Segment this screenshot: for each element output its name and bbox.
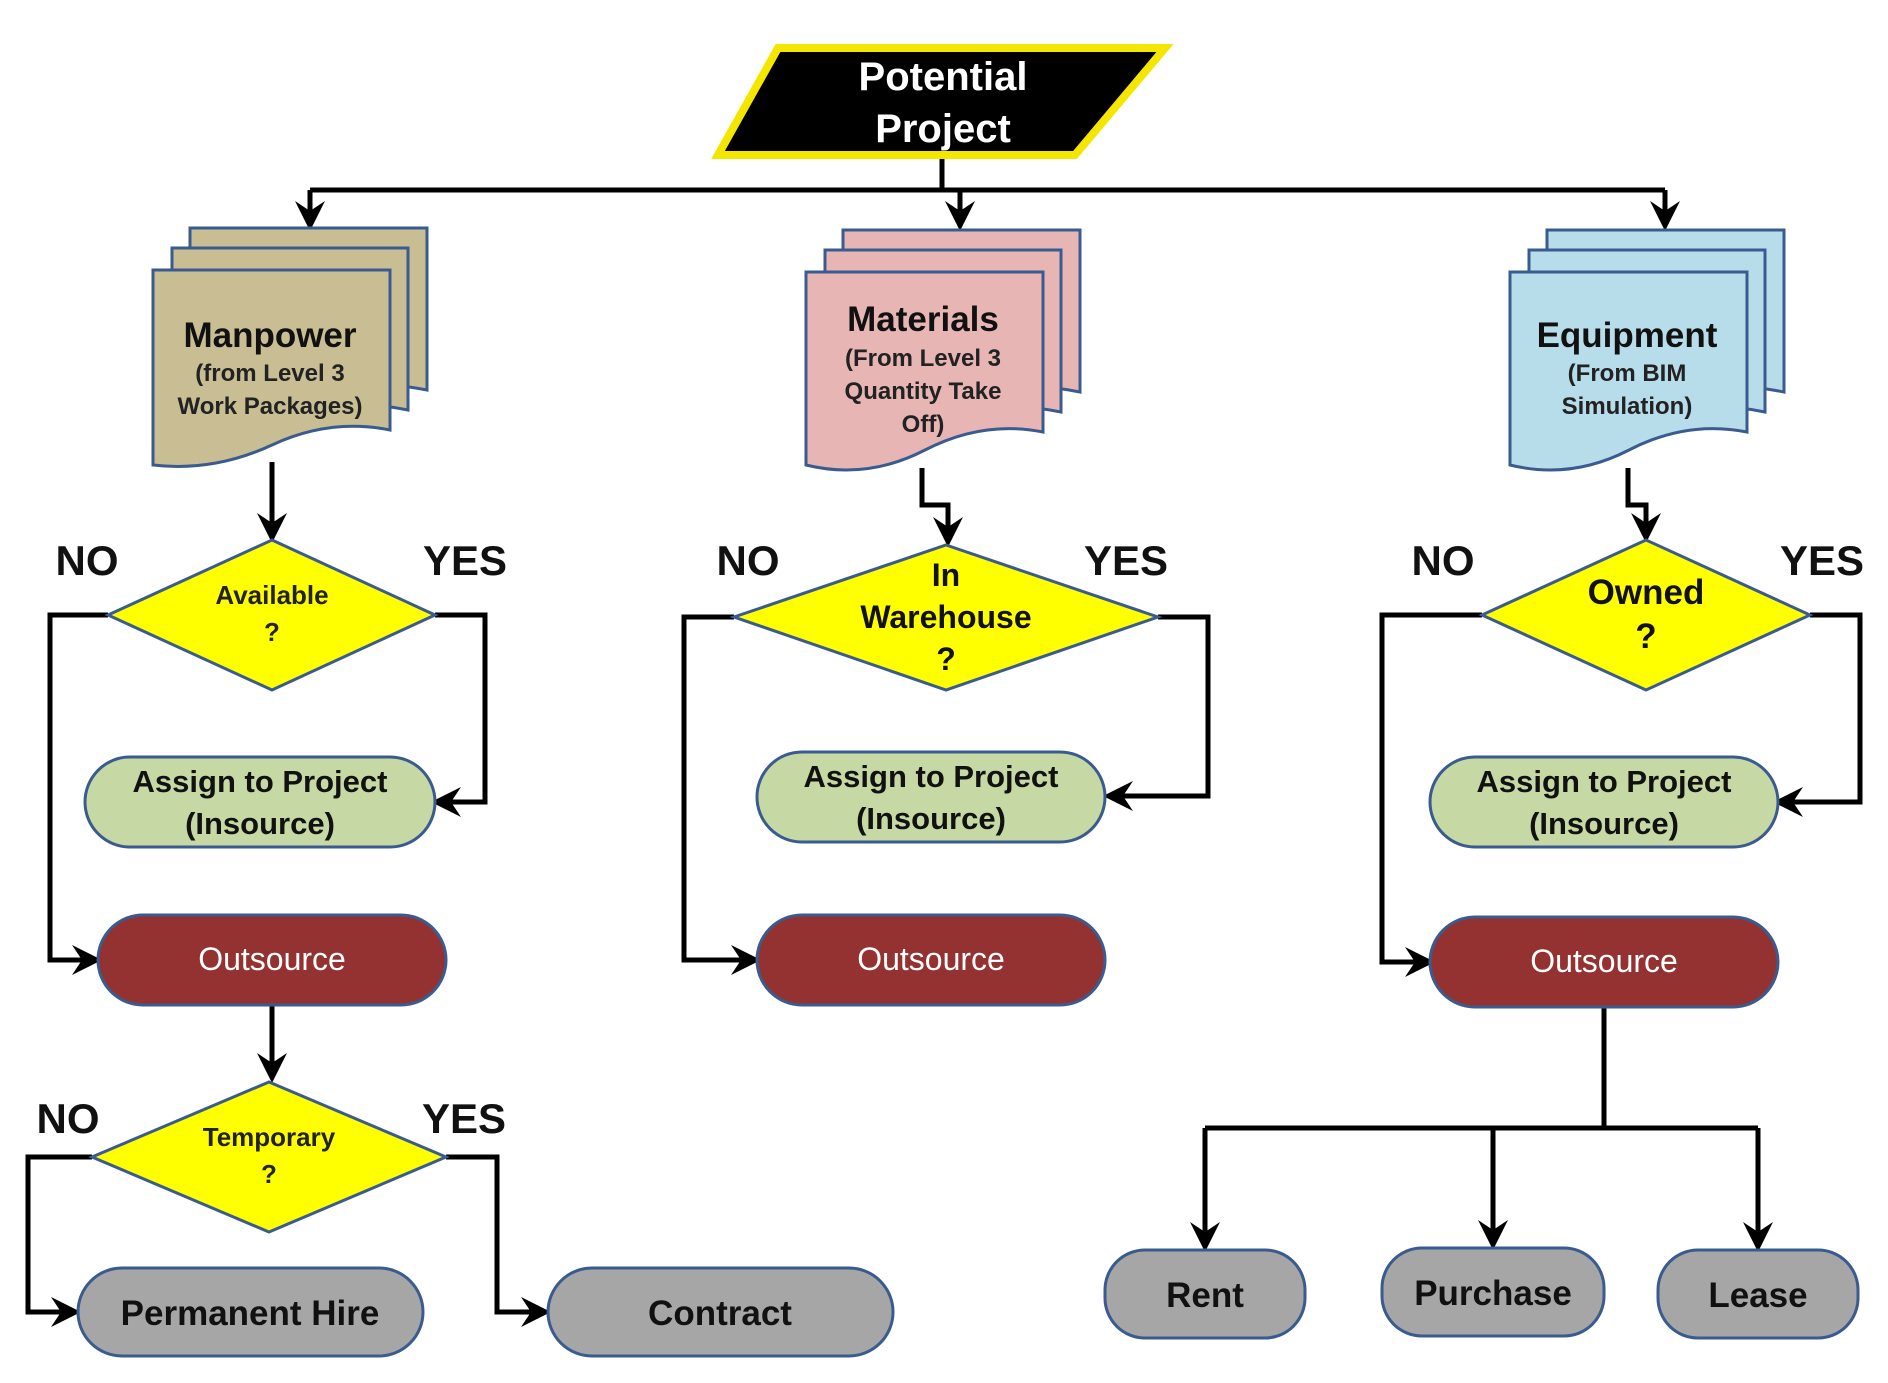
decision-owned-line2: ? [1635,617,1656,656]
equipment-insource-line2: (Insource) [1529,806,1679,841]
equipment-document: Equipment (From BIM Simulation) [1508,228,1786,472]
materials-outsource-label: Outsource [857,941,1005,977]
start-potential-project: Potential Project [711,44,1174,159]
permanent-hire-label: Permanent Hire [121,1294,380,1333]
materials-insource-line1: Assign to Project [804,759,1059,794]
connector-owned-yes [1773,612,1863,817]
decision-available-no: NO [56,537,119,584]
manpower-insource: Assign to Project (Insource) [83,755,437,849]
materials-insource: Assign to Project (Insource) [755,750,1107,844]
equipment-outsource: Outsource [1428,915,1780,1009]
connector-available-no [47,612,108,975]
equipment-insource-line1: Assign to Project [1477,764,1732,799]
decision-owned-line1: Owned [1588,573,1705,612]
rent-label: Rent [1166,1276,1244,1315]
connectors [25,155,1863,1327]
materials-sub3: Off) [902,411,945,438]
decision-temporary-line2: ? [261,1159,277,1189]
decision-available-line2: ? [264,617,280,647]
equipment-sub2: Simulation) [1562,393,1693,420]
materials-document: Materials (From Level 3 Quantity Take Of… [804,228,1082,472]
permanent-hire-terminal: Permanent Hire [76,1266,425,1358]
manpower-document: Manpower (from Level 3 Work Packages) [151,226,429,468]
connector-available-yes [431,612,488,817]
manpower-sub1: (from Level 3 [195,360,344,387]
connector-equipment-to-owned [1625,468,1661,543]
connector-temporary-no [25,1154,92,1327]
purchase-terminal: Purchase [1380,1246,1606,1338]
materials-title: Materials [847,300,999,339]
decision-owned: Owned ? NO YES [1412,537,1864,692]
connector-warehouse-yes [1103,614,1211,811]
decision-warehouse-no: NO [717,537,780,584]
decision-available-line1: Available [215,580,328,610]
lease-label: Lease [1708,1276,1807,1315]
materials-insource-line2: (Insource) [856,801,1006,836]
decision-warehouse-line2: Warehouse [860,599,1031,635]
manpower-outsource-label: Outsource [198,941,346,977]
connector-warehouse-no [681,614,761,975]
decision-temporary-no: NO [37,1095,100,1142]
connector-materials-to-warehouse [919,468,963,547]
decision-warehouse-line1: In [932,557,960,593]
start-shape [711,44,1174,159]
contract-label: Contract [648,1294,792,1333]
decision-warehouse-line3: ? [936,641,956,677]
decision-temporary-yes: YES [422,1095,506,1142]
decision-temporary-line1: Temporary [203,1122,336,1152]
materials-sub2: Quantity Take [845,378,1002,405]
decision-available-yes: YES [423,537,507,584]
manpower-title: Manpower [183,316,356,355]
equipment-outsource-label: Outsource [1530,943,1678,979]
equipment-sub1: (From BIM [1568,360,1687,387]
decision-warehouse-yes: YES [1084,537,1168,584]
start-label-line1: Potential [859,55,1028,99]
purchase-label: Purchase [1414,1274,1572,1313]
decision-owned-yes: YES [1780,537,1864,584]
decision-available: Available ? NO YES [56,537,507,692]
decision-warehouse: In Warehouse ? NO YES [717,537,1168,692]
materials-sub1: (From Level 3 [845,345,1001,372]
start-label-line2: Project [875,107,1011,151]
manpower-insource-line1: Assign to Project [133,764,388,799]
manpower-insource-line2: (Insource) [185,806,335,841]
materials-outsource: Outsource [755,913,1107,1007]
decision-owned-no: NO [1412,537,1475,584]
manpower-sub2: Work Packages) [178,393,363,420]
equipment-insource: Assign to Project (Insource) [1428,755,1780,849]
rent-terminal: Rent [1103,1248,1307,1340]
lease-terminal: Lease [1656,1248,1860,1340]
connector-temporary-yes [446,1154,551,1327]
contract-terminal: Contract [546,1266,895,1358]
equipment-title: Equipment [1537,316,1718,355]
connector-owned-no [1379,612,1482,977]
manpower-outsource: Outsource [96,913,448,1007]
decision-temporary: Temporary ? NO YES [37,1080,506,1234]
